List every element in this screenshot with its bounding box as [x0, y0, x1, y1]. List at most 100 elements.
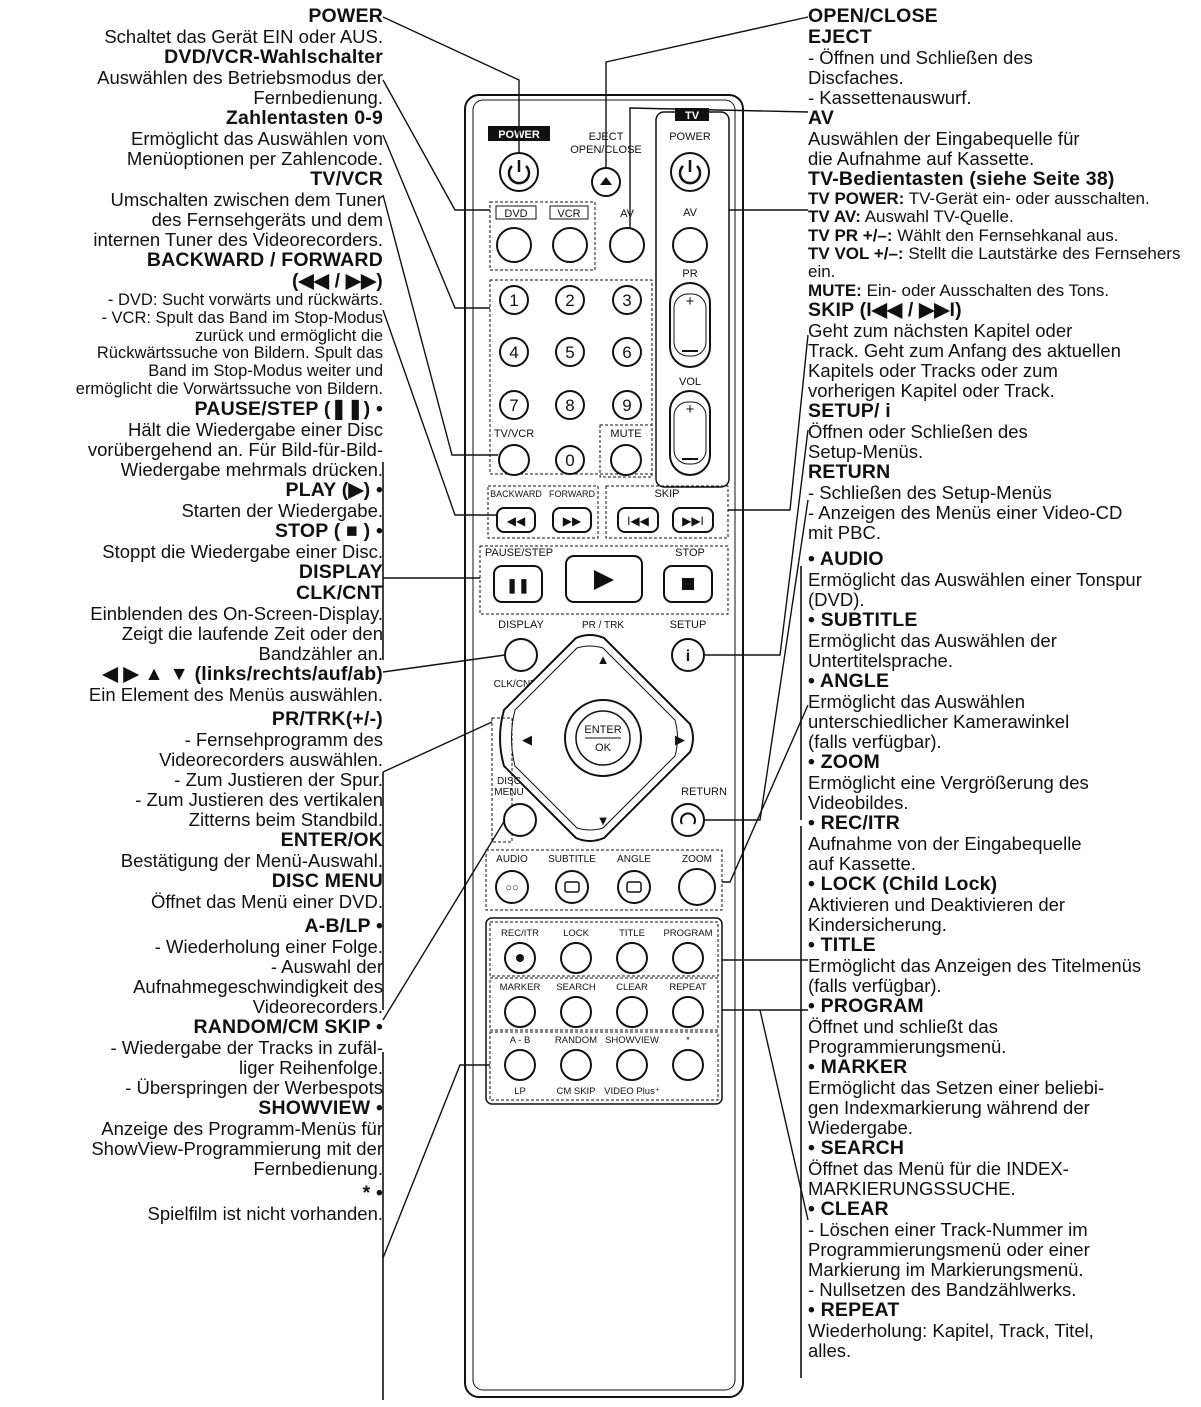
eject-button[interactable] [591, 167, 621, 197]
tv-power-button[interactable] [670, 152, 710, 192]
digit-button-5[interactable]: 5 [555, 337, 585, 367]
callout-line: Ermöglicht das Setzen einer beliebi- [808, 1076, 1105, 1098]
setup-label: SETUP [670, 619, 707, 631]
enter-ok-button[interactable]: ENTER OK [564, 699, 642, 777]
showview-button[interactable] [616, 1049, 648, 1081]
audio-label: AUDIO [496, 854, 528, 865]
tv-pr-rocker[interactable]: + [669, 282, 711, 368]
digit-label: 7 [509, 396, 518, 415]
digit-button-8[interactable]: 8 [555, 390, 585, 420]
tv-av-button[interactable] [672, 227, 708, 263]
tv-vol-rocker[interactable]: + [669, 390, 711, 476]
repeat-button[interactable] [672, 996, 704, 1028]
stop-icon [682, 578, 694, 590]
callout-line: - Schließen des Setup-Menüs [808, 482, 1052, 504]
callout-line: Ein Element des Menüs auswählen. [88, 683, 383, 705]
callout-title: • MARKER [808, 1055, 908, 1078]
callout-return: RETURN- Schließen des Setup-Menüs- Anzei… [808, 462, 1193, 543]
digit-label: 6 [622, 343, 631, 362]
av-button[interactable] [609, 227, 645, 263]
skip-forward-icon: ▶▶I [682, 514, 704, 528]
digit-label: 4 [509, 343, 518, 362]
ok-label: OK [595, 742, 612, 754]
disc-menu-button[interactable] [503, 803, 537, 837]
digit-button-3[interactable]: 3 [612, 285, 642, 315]
forward-button[interactable]: ▶▶ [552, 507, 592, 533]
eject-icon [600, 177, 612, 185]
tv-badge: TV [685, 110, 700, 122]
marker-button[interactable] [504, 996, 536, 1028]
lp-sublabel: LP [514, 1086, 526, 1097]
lock-button[interactable] [560, 942, 592, 974]
callout-title: SHOWVIEW • [258, 1096, 383, 1119]
skip-forward-button[interactable]: ▶▶I [672, 507, 714, 533]
disc-label: DISC [497, 776, 521, 787]
digit-button-2[interactable]: 2 [555, 285, 585, 315]
callout-title: PR/TRK(+/-) [271, 707, 383, 730]
callout-title: SKIP (I◀◀ / ▶▶I) [808, 299, 962, 322]
zoom-button[interactable] [678, 868, 716, 906]
leader-lines [382, 16, 809, 1259]
stop-button[interactable] [663, 565, 713, 603]
callout-title: Zahlentasten 0-9 [225, 107, 383, 129]
callout-title: DISC MENU [271, 869, 383, 892]
skip-back-button[interactable]: I◀◀ [617, 507, 659, 533]
callout-line: (DVD). [808, 589, 865, 611]
callout-line: Schaltet das Gerät EIN oder AUS. [104, 26, 383, 48]
callout-title: STOP ( ■ ) • [274, 519, 383, 542]
clear-button[interactable] [616, 996, 648, 1028]
callout-line: Ermöglicht eine Vergrößerung des [808, 772, 1089, 794]
callout-title: DVD/VCR-Wahlschalter [164, 46, 383, 69]
pair-key: TV VOL +/–: [808, 244, 904, 264]
callout-title: PLAY (▶) • [285, 478, 383, 501]
return-button[interactable] [671, 803, 705, 837]
callout-line: Einblenden des On-Screen-Display. [90, 602, 383, 624]
backward-button[interactable]: ◀◀ [496, 507, 536, 533]
pause-button[interactable]: ❚❚ [493, 565, 543, 603]
callout-title: POWER [308, 5, 383, 27]
callout-title: TV-Bedientasten (siehe Seite 38) [808, 167, 1115, 190]
callout-line: Kindersicherung. [808, 913, 947, 935]
ab-button[interactable] [504, 1049, 536, 1081]
star-label: * [686, 1035, 690, 1046]
tvvcr-button[interactable] [498, 444, 530, 476]
title-button[interactable] [616, 942, 648, 974]
digit-button-6[interactable]: 6 [612, 337, 642, 367]
mute-button[interactable] [610, 444, 642, 476]
angle-icon [626, 881, 642, 893]
callout-title: • LOCK (Child Lock) [808, 872, 998, 895]
digit-button-0[interactable]: 0 [555, 445, 585, 475]
vcr-button[interactable] [552, 227, 588, 263]
subtitle-button[interactable] [555, 870, 589, 904]
callout-line: mit PBC. [808, 522, 881, 544]
pair-value: Stellt die Lautstärke des Fernsehers ein… [808, 244, 1181, 282]
angle-button[interactable] [617, 870, 651, 904]
ab-label: A - B [510, 1035, 531, 1046]
callout-line: alles. [808, 1339, 852, 1361]
dvd-button[interactable] [496, 227, 532, 263]
digit-button-9[interactable]: 9 [612, 390, 642, 420]
star-button[interactable] [672, 1049, 704, 1081]
callout-line: Hält die Wiedergabe einer Disc [127, 418, 383, 440]
program-button[interactable] [672, 942, 704, 974]
pair-key: TV AV: [808, 207, 861, 227]
callout-title: • CLEAR [808, 1197, 889, 1220]
vol-label: VOL [679, 376, 701, 388]
audio-button[interactable]: ○○ [495, 870, 529, 904]
digit-button-4[interactable]: 4 [499, 337, 529, 367]
callout-line: vorübergehend an. Für Bild-für-Bild- [87, 438, 383, 460]
callout-title: • REC/ITR [808, 811, 901, 834]
play-button[interactable] [565, 555, 643, 603]
display-button[interactable] [504, 638, 538, 672]
random-button[interactable] [560, 1049, 592, 1081]
audio-icon: ○○ [505, 882, 518, 894]
callout-line: Stoppt die Wiedergabe einer Disc. [102, 540, 383, 562]
search-button[interactable] [560, 996, 592, 1028]
power-button[interactable] [499, 152, 539, 192]
callout-line: - Fernsehprogramm des [184, 728, 383, 750]
setup-button[interactable]: i [671, 638, 705, 672]
digit-button-7[interactable]: 7 [499, 390, 529, 420]
digit-button-1[interactable]: 1 [499, 285, 529, 315]
